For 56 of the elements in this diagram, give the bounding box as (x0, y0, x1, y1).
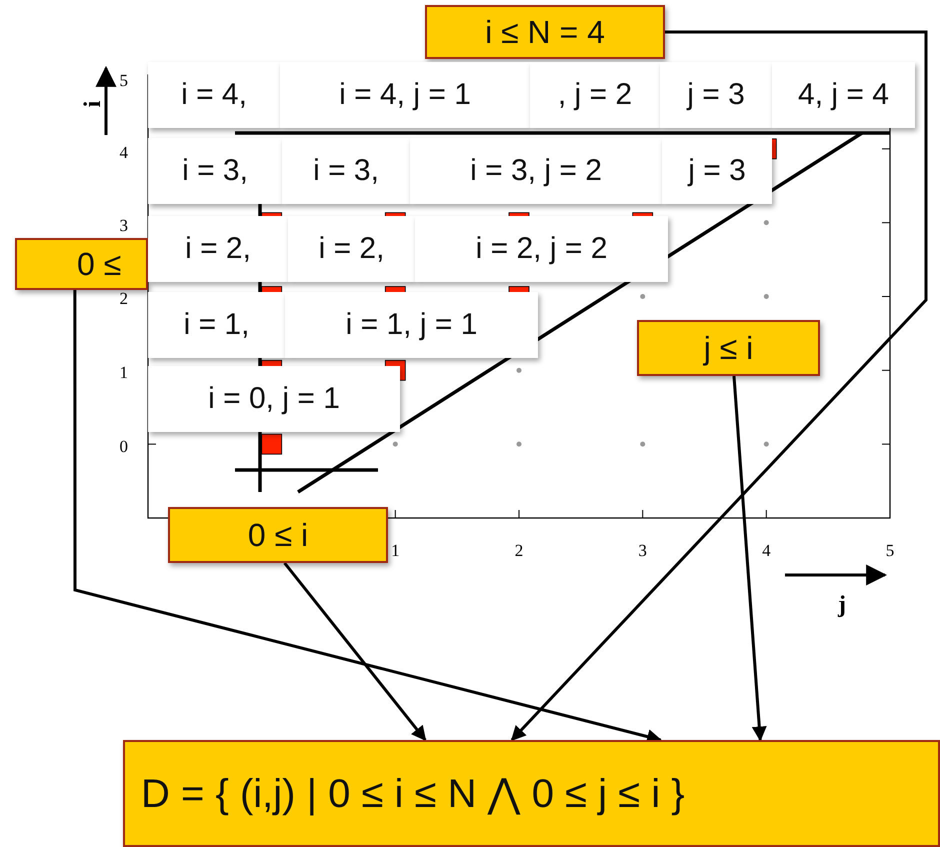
axis-label: i (80, 100, 106, 108)
label-text: i = 4, (181, 78, 247, 112)
coordinate-card (660, 62, 772, 128)
arrow (283, 562, 426, 742)
tick-label: 1 (120, 363, 128, 382)
label-text: 0 ≤ (77, 246, 122, 282)
coordinate-card (662, 138, 772, 204)
label-text: j = 3 (687, 78, 745, 112)
label-text: j ≤ i (704, 330, 754, 366)
tick-label: 4 (762, 541, 771, 560)
label-text: i ≤ N = 4 (485, 14, 605, 50)
label-text: i = 1, j = 1 (346, 308, 478, 342)
label-text: j = 3 (688, 154, 746, 188)
coordinate-card (530, 62, 660, 128)
tick-label: 3 (120, 216, 128, 235)
label-text: 0 ≤ i (248, 516, 308, 554)
coordinate-card (148, 138, 282, 204)
coordinate-card (280, 62, 530, 128)
tick-label: 4 (120, 143, 128, 162)
label-text: , j = 2 (558, 78, 632, 112)
coordinate-card (148, 366, 400, 432)
coordinate-card (772, 62, 915, 128)
coordinate-card (410, 138, 662, 204)
constraint-box (168, 507, 388, 563)
label-text: i = 0, j = 1 (208, 382, 340, 416)
tick-label: 2 (120, 289, 128, 308)
label-text: i = 3, j = 2 (470, 154, 602, 188)
coordinate-card (415, 216, 668, 282)
label-text: i = 2, j = 2 (476, 232, 608, 266)
coordinate-card (148, 216, 288, 282)
label-text: i = 4, j = 1 (339, 78, 471, 112)
label-text: D = { (i,j) | 0 ≤ i ≤ N ⋀ 0 ≤ j ≤ i } (141, 771, 685, 817)
constraint-box (425, 5, 665, 59)
constraint-box (637, 320, 820, 376)
label-text: 4, j = 4 (798, 78, 889, 112)
label-text: i = 2, (318, 232, 384, 266)
constraint-box (15, 238, 148, 290)
tick-label: 5 (120, 71, 128, 90)
coordinate-card (282, 138, 410, 204)
coordinate-card (148, 62, 280, 128)
axis-label: j (838, 592, 846, 618)
label-text: i = 3, (182, 154, 248, 188)
label-text: i = 1, (184, 308, 250, 342)
tick-label: 0 (120, 437, 128, 456)
tick-label: 2 (514, 541, 524, 560)
tick-label: 1 (391, 541, 400, 560)
arrow (510, 30, 928, 742)
tick-label: 3 (638, 541, 647, 560)
label-text: i = 3, (313, 154, 379, 188)
coordinate-card (148, 292, 285, 358)
coordinate-card (288, 216, 415, 282)
coordinate-card (285, 292, 538, 358)
label-text: i = 2, (185, 232, 251, 266)
constraint-box (123, 740, 940, 847)
arrow (732, 376, 767, 742)
tick-label: 5 (886, 541, 894, 560)
